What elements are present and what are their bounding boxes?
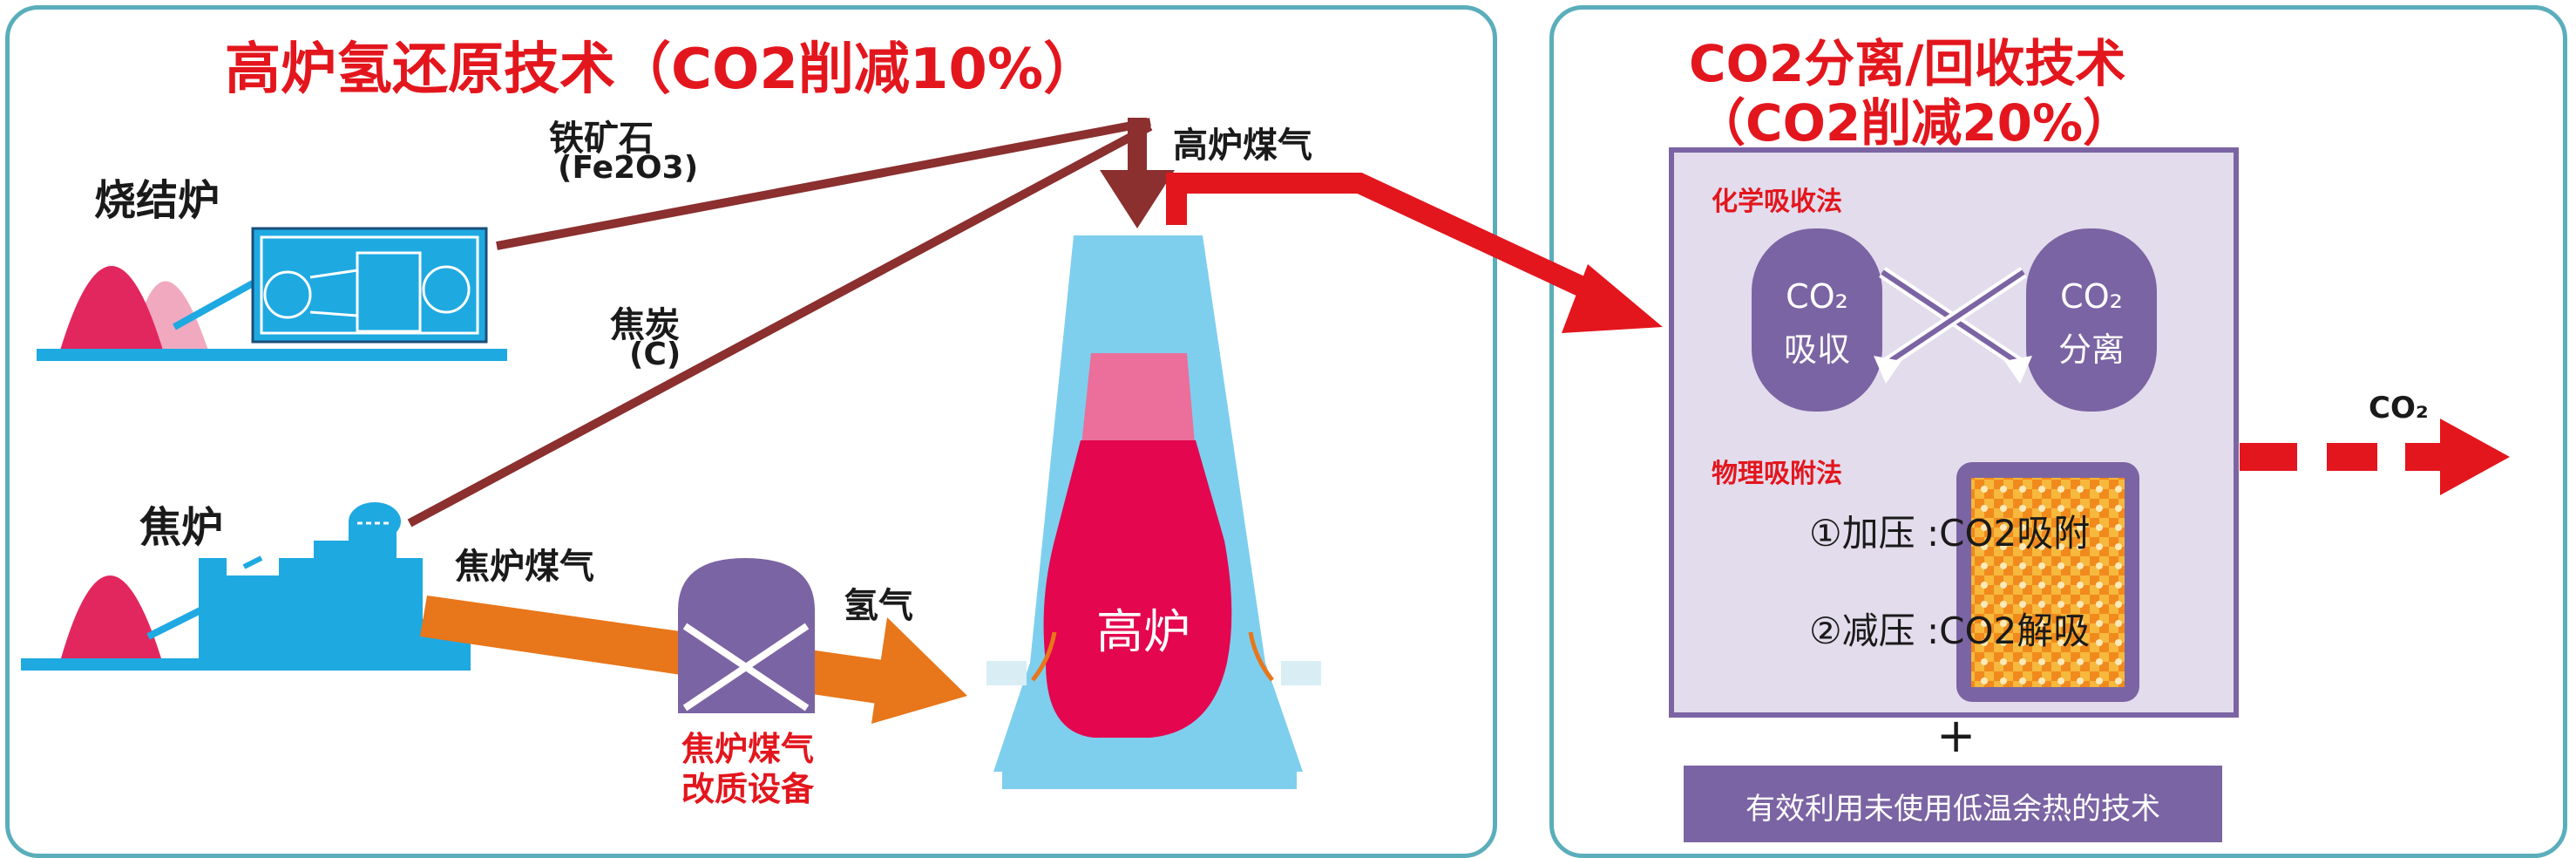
bottom-box-label: 有效利用未使用低温余热的技术	[1746, 792, 2160, 827]
right-title-2: （CO2削减20%）	[1695, 93, 2134, 153]
chemical-label: 化学吸收法	[1712, 187, 1842, 217]
coke-line	[407, 122, 1153, 528]
sinter-conveyor	[173, 280, 254, 330]
separation-box	[1669, 147, 2239, 718]
coke-oven-gas-label: 焦炉煤气	[455, 547, 594, 587]
reformer-label-1: 焦炉煤气	[681, 730, 814, 768]
physical-label: 物理吸附法	[1712, 459, 1842, 489]
absorb-node	[1752, 228, 1882, 412]
sinter-mound-front	[59, 266, 164, 353]
absorb-node-line2: 吸収	[1783, 330, 1850, 369]
iron-ore-line	[496, 118, 1151, 250]
blast-furnace-label: 高炉	[1096, 604, 1190, 659]
feed-arrow	[1100, 170, 1175, 228]
plus-sign: +	[1936, 708, 1976, 763]
bf-gas-label: 高炉煤气	[1173, 126, 1312, 166]
absorb-node-line1: CO₂	[1786, 277, 1848, 316]
bottom-box	[1684, 766, 2222, 842]
coke-formula: (C)	[629, 337, 681, 372]
step-1: ①加压 :CO2吸附	[1809, 512, 2091, 555]
left-title: 高炉氢还原技术（CO2削减10%）	[225, 37, 1100, 102]
reformer-label-2: 改质设备	[681, 770, 814, 808]
coke-oven	[199, 523, 471, 667]
right-title-1: CO2分离/回收技术	[1689, 34, 2126, 93]
output-co2-label: CO₂	[2369, 391, 2429, 426]
reformer-device	[678, 558, 815, 713]
coke-mound	[61, 575, 161, 658]
coke-label: 焦炭	[610, 305, 680, 345]
blast-furnace-interior	[1043, 440, 1232, 738]
separate-node	[2026, 228, 2157, 412]
coke-oven-label: 焦炉	[139, 503, 224, 552]
bf-gas-line	[1166, 173, 1617, 310]
coke-gas-arrow	[420, 596, 902, 706]
sinter-machine	[251, 227, 488, 344]
step-2: ②减压 :CO2解吸	[1809, 609, 2091, 652]
bf-gas-arrowhead	[1562, 264, 1663, 333]
output-arrowhead	[2440, 419, 2510, 495]
iron-ore-formula: (Fe2O3)	[558, 150, 699, 186]
hydrogen-label: 氢气	[844, 586, 913, 626]
iron-ore-label: 铁矿石	[549, 119, 654, 159]
separate-node-line1: CO₂	[2060, 277, 2123, 316]
separate-node-line2: 分离	[2057, 330, 2125, 369]
sinter-label: 烧结炉	[94, 176, 220, 225]
